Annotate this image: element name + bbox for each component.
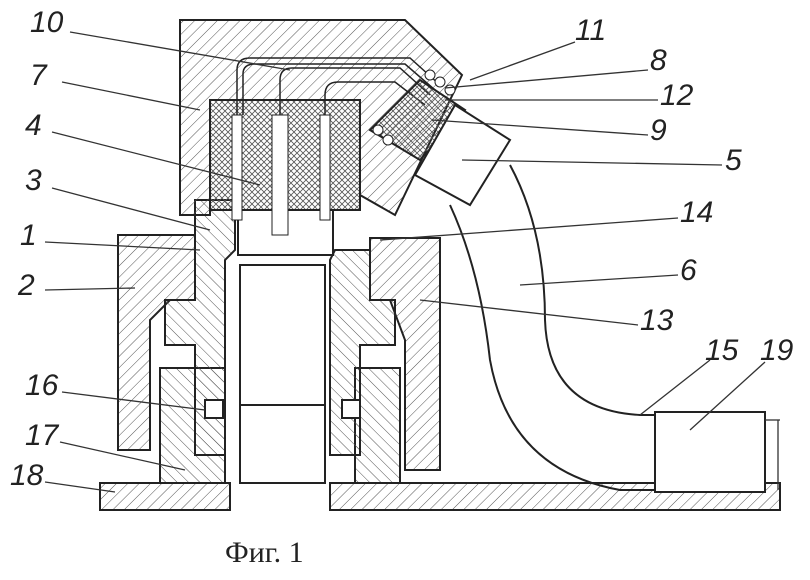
label-19: 19 [760,334,794,367]
seal-left [205,400,223,418]
label-7: 7 [30,59,48,92]
label-4: 4 [25,109,42,142]
label-8: 8 [650,44,667,77]
seal-right [342,400,360,418]
inner-sleeve [240,405,325,483]
label-18: 18 [10,459,44,492]
label-3: 3 [25,164,42,197]
label-13: 13 [640,304,674,337]
connector [655,412,765,492]
label-11: 11 [575,14,606,47]
label-10: 10 [30,6,64,39]
label-9: 9 [650,114,667,147]
cable [450,165,660,490]
label-2: 2 [17,269,35,302]
label-5: 5 [725,144,742,177]
label-17: 17 [25,419,60,452]
label-14: 14 [680,196,713,229]
inner-bore [240,265,325,405]
label-15: 15 [705,334,739,367]
label-6: 6 [680,254,697,287]
label-1: 1 [20,219,37,252]
label-16: 16 [25,369,59,402]
figure-caption: Фиг. 1 [225,536,304,569]
label-12: 12 [660,79,694,112]
